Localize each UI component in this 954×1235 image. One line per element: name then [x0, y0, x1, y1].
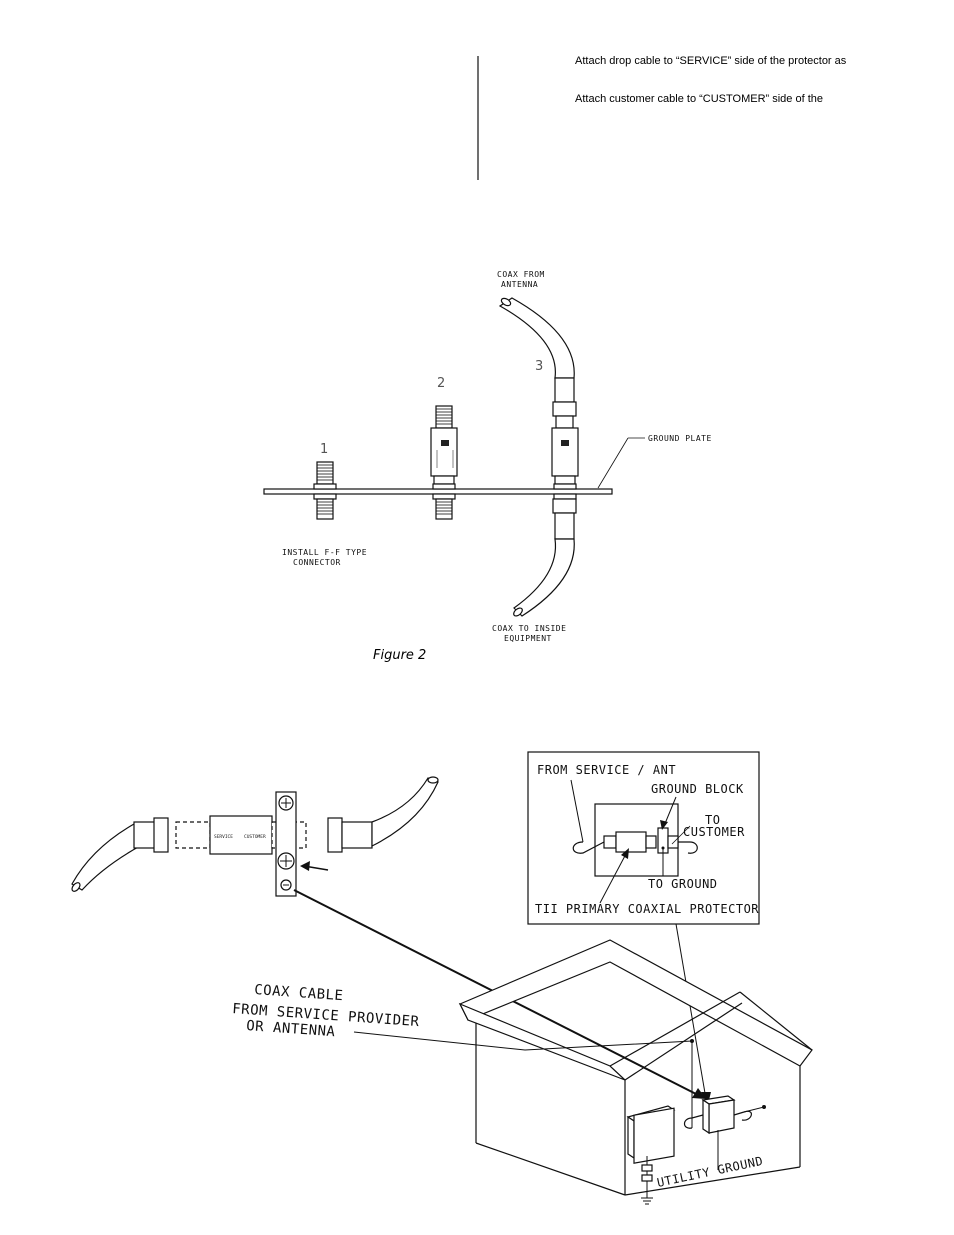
figure-2-caption: Figure 2	[373, 648, 427, 663]
coax-cable-label-3: OR ANTENNA	[246, 1018, 336, 1040]
protector-service-label: SERVICE	[214, 834, 233, 840]
inset-protector-label: TII PRIMARY COAXIAL PROTECTOR	[535, 902, 759, 916]
figure-2: COAX FROM ANTENNA GROUND PLATE INSTALL F…	[263, 270, 712, 643]
coax-to-label-1: COAX TO INSIDE	[492, 624, 566, 633]
coax-to-label-2: EQUIPMENT	[504, 634, 552, 643]
coax-cable-label-1: COAX CABLE	[254, 982, 344, 1004]
ground-plate-label: GROUND PLATE	[648, 434, 712, 443]
inset-to-ground: TO GROUND	[648, 877, 718, 891]
ff-connector	[313, 461, 337, 520]
step-number-1: 1	[320, 442, 328, 457]
inset-diagram: FROM SERVICE / ANT GROUND BLOCK TO CUSTO…	[527, 751, 760, 925]
step-number-3: 3	[535, 359, 543, 374]
step-number-2: 2	[437, 376, 445, 391]
utility-ground-label: UTILITY GROUND	[656, 1154, 765, 1190]
protector-item-3	[498, 297, 579, 617]
inset-customer: CUSTOMER	[683, 825, 745, 839]
coax-from-label-1: COAX FROM	[497, 270, 545, 279]
instruction-service: Attach drop cable to “SERVICE” side of t…	[575, 55, 847, 67]
install-label-1: INSTALL F-F TYPE	[282, 548, 367, 557]
inset-ground-block: GROUND BLOCK	[651, 782, 744, 796]
inset-from-service: FROM SERVICE / ANT	[537, 763, 676, 777]
install-label-2: CONNECTOR	[293, 558, 341, 567]
protector-customer-label: CUSTOMER	[244, 834, 266, 840]
protector-item-2	[430, 405, 458, 520]
inset-to: TO	[705, 813, 720, 827]
ground-plate	[263, 488, 613, 495]
protector-with-cables: SERVICE CUSTOMER	[71, 776, 439, 897]
coax-from-label-2: ANTENNA	[501, 280, 538, 289]
instruction-customer: Attach customer cable to “CUSTOMER” side…	[575, 93, 823, 105]
house: UTILITY GROUND	[458, 939, 813, 1205]
figure-3: SERVICE CUSTOMER FROM SERVICE / ANT GROU	[71, 751, 813, 1205]
